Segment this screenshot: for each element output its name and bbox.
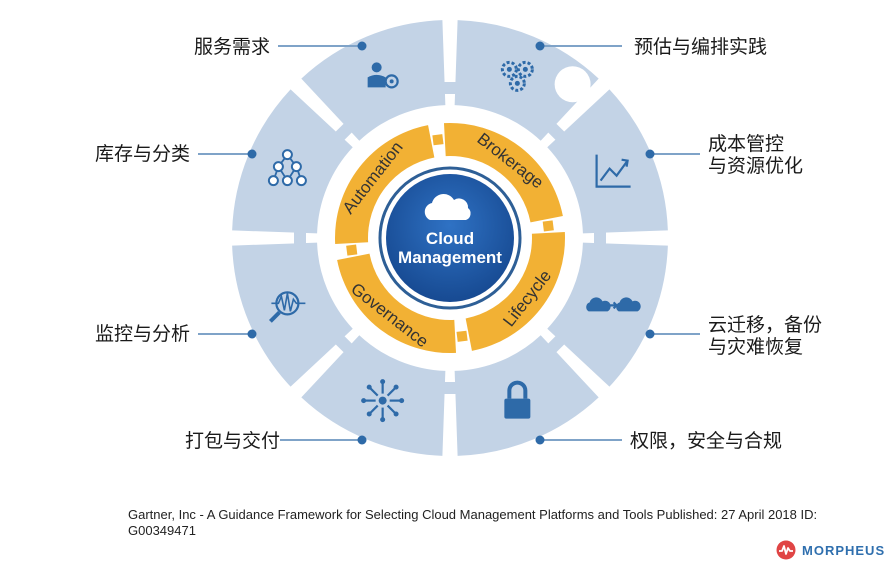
label-line: 与资源优化 — [708, 155, 804, 177]
core-title-line2: Management — [398, 248, 502, 267]
label-packaging-delivery: 打包与交付 — [150, 430, 280, 452]
outer-segment-cost-control — [547, 89, 668, 234]
outer-gap-marker — [594, 232, 606, 244]
label-cost-control: 成本管控 与资源优化 — [708, 133, 803, 177]
connector-dot — [535, 41, 545, 51]
label-line: 权限，安全与合规 — [630, 430, 783, 452]
hierarchy-icon — [267, 149, 307, 187]
inner-segment-automation — [334, 125, 435, 245]
outer-segment-migration-backup — [547, 242, 668, 387]
cloud-transfer-icon — [586, 297, 641, 312]
connector-dot — [645, 329, 655, 339]
inner-segment-brokerage — [443, 123, 563, 223]
label-line: 监控与分析 — [94, 323, 190, 345]
inner-segment-lifecycle — [465, 231, 565, 351]
label-service-demand: 服务需求 — [160, 36, 270, 58]
monitor-analyze-icon — [268, 291, 306, 323]
label-line: 服务需求 — [193, 36, 270, 58]
label-line: 与灾难恢复 — [708, 336, 804, 358]
gears-icon — [500, 60, 534, 92]
outer-gap-marker — [294, 232, 306, 244]
inner-gap-marker — [346, 244, 358, 256]
label-security-compliance: 权限，安全与合规 — [630, 430, 782, 452]
trend-chart-icon — [595, 154, 631, 188]
outer-gap-marker — [335, 123, 353, 141]
connector-dot — [357, 41, 367, 51]
label-monitoring-analysis: 监控与分析 — [70, 323, 190, 345]
connector-dot — [247, 149, 257, 159]
inner-gap-marker — [456, 330, 468, 342]
inner-gap-marker — [542, 220, 554, 232]
outer-gap-marker — [444, 82, 456, 94]
label-estimate-orchestration: 预估与编排实践 — [634, 36, 767, 58]
distribute-icon — [361, 379, 405, 423]
outer-segment-monitoring-analysis — [232, 242, 353, 387]
core-title-line1: Cloud — [426, 229, 474, 248]
connector-dot — [645, 149, 655, 159]
label-line: 云迁移，备份 — [708, 314, 823, 336]
outer-segment-estimate-orchestration — [454, 20, 599, 141]
user-gear-icon — [367, 62, 399, 89]
label-line: 库存与分类 — [94, 143, 190, 165]
core-circle — [386, 174, 514, 302]
connector-dot — [357, 435, 367, 445]
decor-circle — [554, 66, 591, 103]
outer-segment-packaging-delivery — [301, 335, 446, 456]
connector-dot — [535, 435, 545, 445]
label-line: 成本管控 — [708, 133, 785, 155]
brand-name: MORPHEUS — [802, 542, 886, 558]
outer-gap-marker — [444, 382, 456, 394]
lock-icon — [504, 380, 531, 419]
label-line: 预估与编排实践 — [634, 36, 768, 58]
inner-gap-marker — [432, 134, 444, 146]
label-line: 打包与交付 — [184, 430, 280, 452]
connector-dot — [247, 329, 257, 339]
cloud-icon — [424, 194, 471, 220]
label-inventory-classification: 库存与分类 — [70, 143, 190, 165]
source-citation: Gartner, Inc - A Guidance Framework for … — [128, 507, 818, 538]
brand-logo: MORPHEUS — [776, 540, 885, 560]
morpheus-logo-icon — [776, 540, 796, 560]
label-migration-backup: 云迁移，备份 与灾难恢复 — [708, 314, 822, 358]
inner-segment-governance — [337, 253, 457, 353]
